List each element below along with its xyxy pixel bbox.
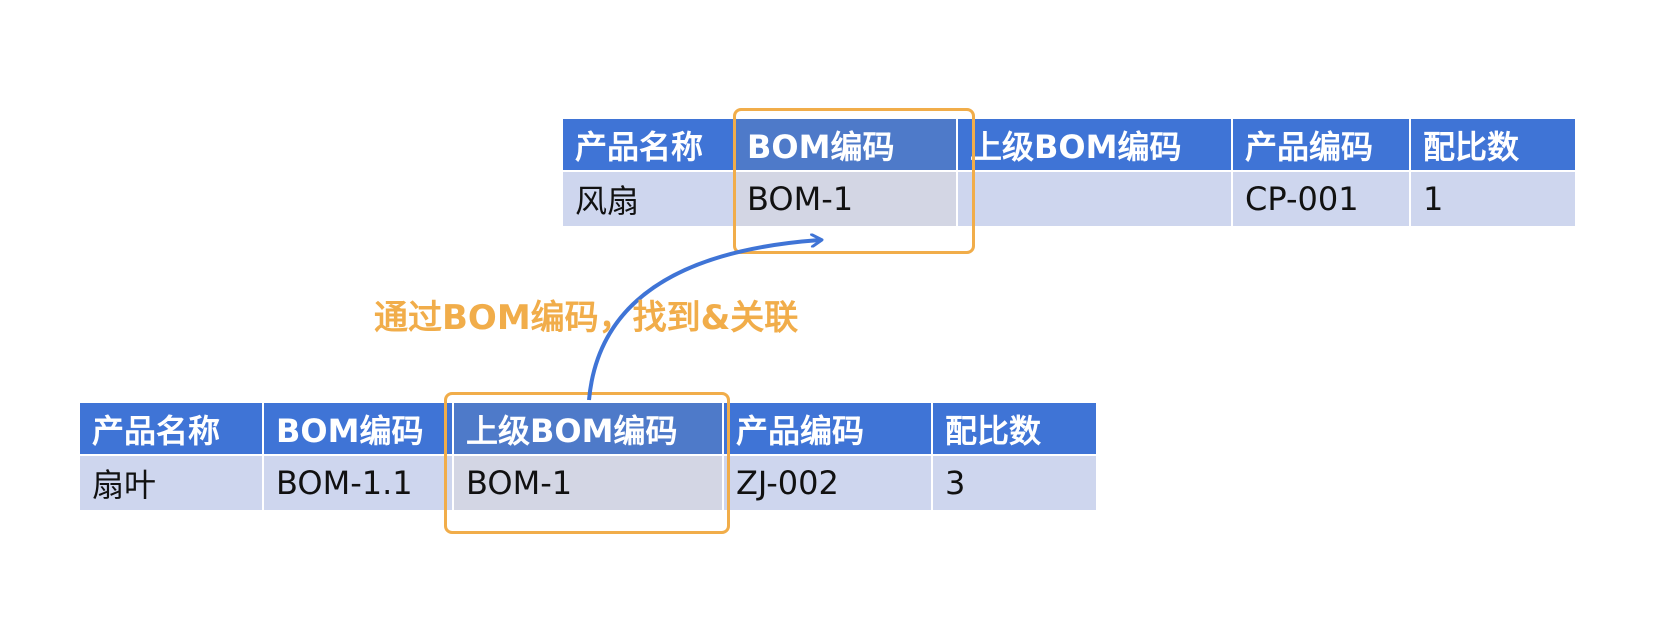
header-ratio: 配比数: [932, 403, 1096, 456]
cell-product-code: CP-001: [1232, 171, 1411, 228]
bom-code-highlight-frame: [733, 108, 975, 254]
table-header-row: 产品名称 BOM编码 上级BOM编码 产品编码 配比数: [563, 119, 1575, 172]
cell-product-code: ZJ-002: [723, 455, 933, 512]
header-parent-bom-code: 上级BOM编码: [453, 403, 724, 456]
cell-ratio: 1: [1410, 171, 1575, 228]
table-row: 风扇 BOM-1 CP-001 1: [563, 171, 1575, 228]
cell-bom-code: BOM-1.1: [263, 455, 454, 512]
header-parent-bom-code: 上级BOM编码: [957, 119, 1233, 172]
header-product-code: 产品编码: [1232, 119, 1411, 172]
header-product-name: 产品名称: [563, 119, 735, 172]
header-product-code: 产品编码: [723, 403, 933, 456]
header-ratio: 配比数: [1410, 119, 1575, 172]
cell-parent-bom-code: [957, 171, 1233, 228]
cell-ratio: 3: [932, 455, 1096, 512]
table-row: 扇叶 BOM-1.1 BOM-1 ZJ-002 3: [80, 455, 1096, 512]
link-arrow-path: [587, 240, 820, 401]
header-bom-code: BOM编码: [734, 119, 958, 172]
child-bom-table: 产品名称 BOM编码 上级BOM编码 产品编码 配比数 扇叶 BOM-1.1 B…: [80, 403, 1096, 512]
cell-bom-code: BOM-1: [734, 171, 958, 228]
cell-parent-bom-code: BOM-1: [453, 455, 724, 512]
header-bom-code: BOM编码: [263, 403, 454, 456]
cell-product-name: 扇叶: [80, 455, 264, 512]
parent-bom-table: 产品名称 BOM编码 上级BOM编码 产品编码 配比数 风扇 BOM-1 CP-…: [563, 119, 1575, 228]
header-product-name: 产品名称: [80, 403, 264, 456]
parent-bom-code-highlight-frame: [444, 392, 730, 534]
cell-product-name: 风扇: [563, 171, 735, 228]
table-header-row: 产品名称 BOM编码 上级BOM编码 产品编码 配比数: [80, 403, 1096, 456]
link-annotation-label: 通过BOM编码，找到&关联: [374, 298, 799, 338]
